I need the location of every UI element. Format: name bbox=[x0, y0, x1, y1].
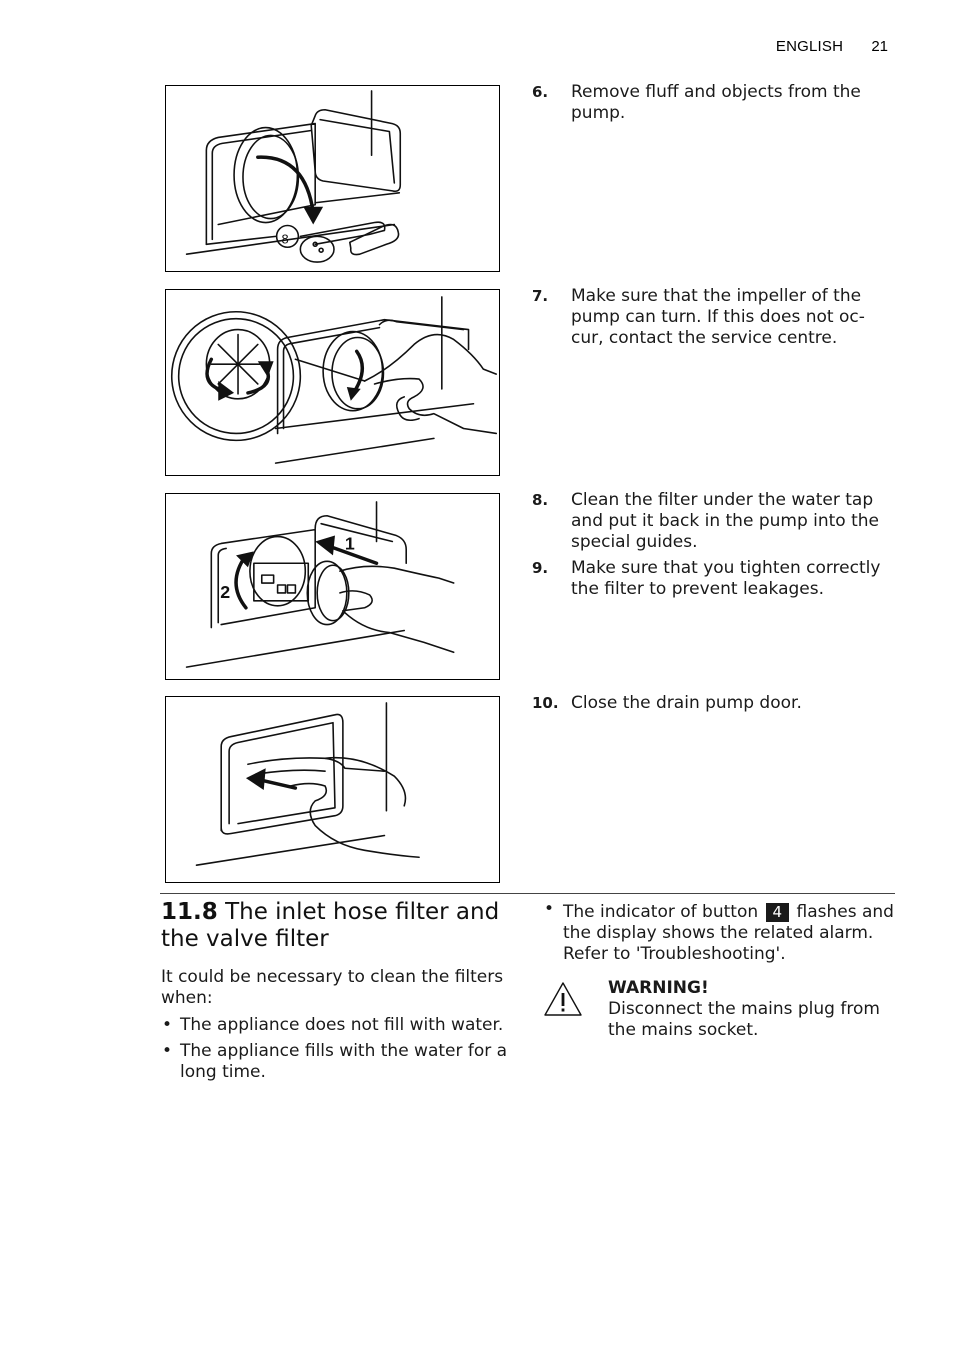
illustration-filter-back: 1 2 bbox=[185, 501, 455, 668]
section-intro: It could be necessary to clean the filte… bbox=[161, 967, 504, 1008]
figure-remove-fluff: 8 bbox=[165, 85, 500, 272]
indicator-bullet: • The indicator of button 4 flashes and … bbox=[544, 899, 896, 965]
warning-text: Disconnect the mains plug from the mains… bbox=[608, 999, 880, 1040]
step-number: 10. bbox=[532, 694, 559, 712]
step-6: 6. Remove fluff and objects from the pum… bbox=[532, 82, 892, 124]
section-number: 11.8 bbox=[161, 899, 218, 925]
figure-impeller bbox=[165, 289, 500, 476]
step-text: Remove fluff and objects from the pump. bbox=[571, 82, 861, 123]
figure-filter-back: 1 2 bbox=[165, 493, 500, 680]
language-label: ENGLISH bbox=[775, 38, 844, 55]
illustration-remove-fluff: 8 bbox=[185, 90, 402, 263]
step-number: 8. bbox=[532, 491, 549, 509]
step-9: 9. Make sure that you tighten correctly … bbox=[532, 558, 892, 600]
section-title: The inlet hose filter and the valve filt… bbox=[161, 899, 500, 952]
condition-list: The appliance does not fill with water. … bbox=[161, 1015, 516, 1088]
step-label-2: 2 bbox=[220, 582, 230, 602]
step-label-1: 1 bbox=[345, 533, 355, 553]
warning-block: WARNING! Disconnect the mains plug from … bbox=[608, 978, 898, 1041]
step-7: 7. Make sure that the impeller of the pu… bbox=[532, 286, 892, 349]
list-item: The appliance fills with the water for a… bbox=[161, 1041, 516, 1083]
illustration-impeller bbox=[170, 296, 498, 464]
step-8: 8. Clean the filter under the water tap … bbox=[532, 490, 892, 553]
page-number: 21 bbox=[871, 38, 888, 55]
illustration-close-door bbox=[195, 702, 420, 866]
step-text: Close the drain pump door. bbox=[571, 693, 802, 713]
bullet-text-before: The indicator of button bbox=[563, 902, 759, 922]
figure-close-door bbox=[165, 696, 500, 883]
warning-title: WARNING! bbox=[608, 978, 709, 998]
svg-text:8: 8 bbox=[282, 231, 289, 246]
step-text: Make sure that the impeller of the pump … bbox=[571, 286, 865, 348]
button-reference: 4 bbox=[765, 903, 790, 922]
step-text: Make sure that you tighten correctly the… bbox=[571, 558, 881, 599]
step-10: 10. Close the drain pump door. bbox=[532, 693, 892, 714]
bullet-text-after: flashes and the display shows the relate… bbox=[563, 902, 894, 964]
step-text: Clean the filter under the water tap and… bbox=[571, 490, 880, 552]
step-number: 7. bbox=[532, 287, 549, 305]
page-header: ENGLISH 21 bbox=[776, 38, 888, 55]
step-number: 9. bbox=[532, 559, 549, 577]
section-divider bbox=[160, 893, 895, 894]
list-item: The appliance does not fill with water. bbox=[161, 1015, 516, 1036]
step-number: 6. bbox=[532, 83, 549, 101]
section-heading: 11.8 The inlet hose filter and the valve… bbox=[161, 899, 521, 953]
warning-icon bbox=[544, 982, 582, 1016]
bullet-dot: • bbox=[544, 899, 555, 919]
